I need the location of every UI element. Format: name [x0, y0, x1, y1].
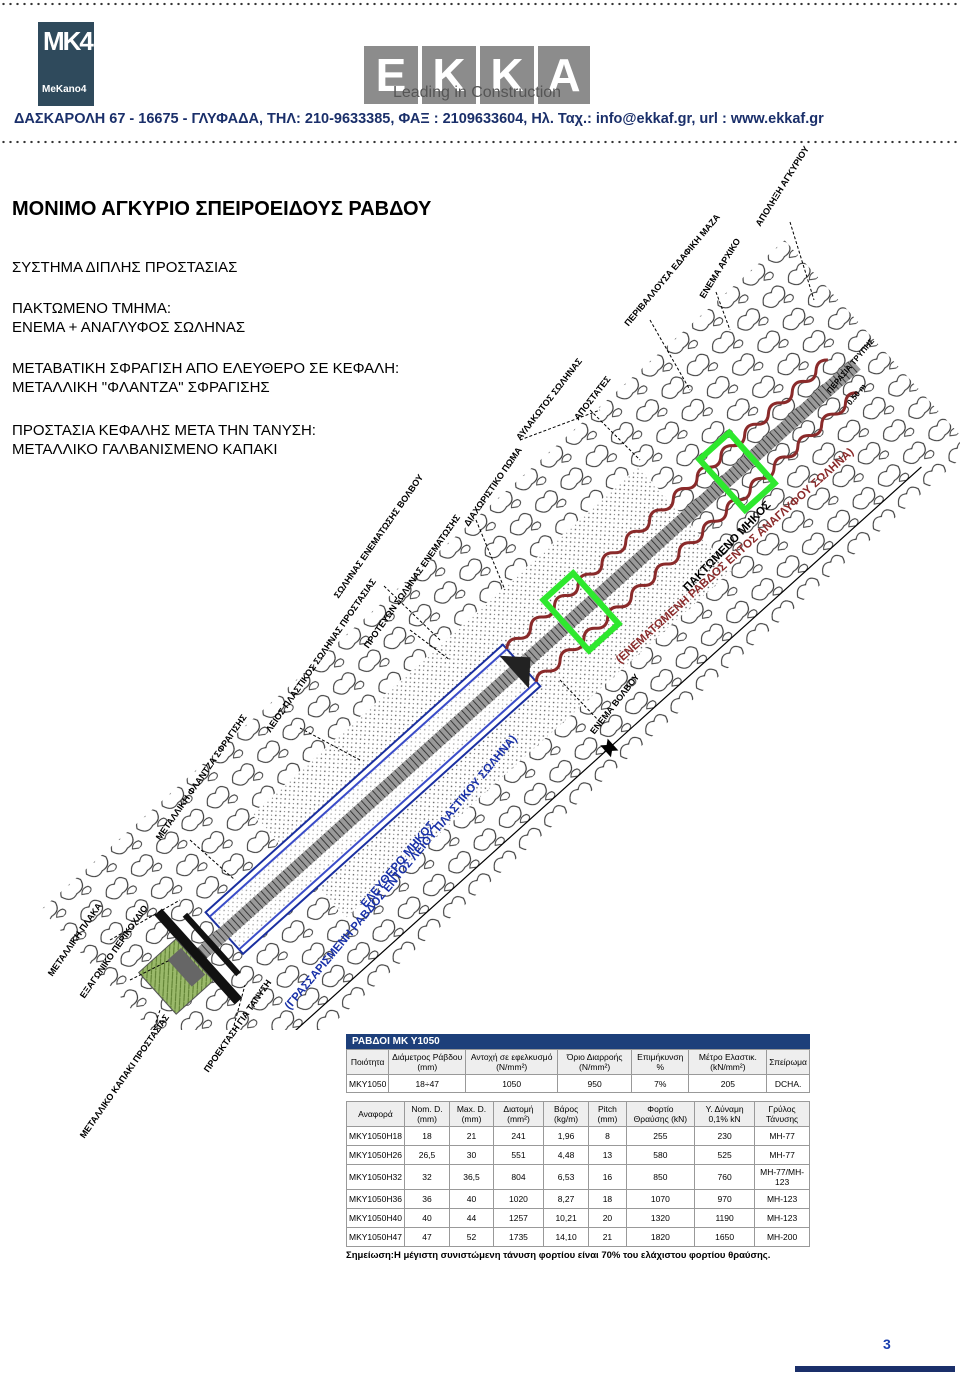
table-header: Βάρος (kg/m)	[543, 1101, 590, 1127]
logo-letter: A	[538, 46, 590, 104]
tagline: Leading in Construction	[392, 84, 562, 101]
protection-cap	[137, 938, 215, 1015]
contact-line: ΔΑΣΚΑΡΟΛΗ 67 - 16675 - ΓΛΥΦΑΔΑ, ΤΗΛ: 210…	[14, 111, 824, 127]
transition-line-2: ΜΕΤΑΛΛΙΚΗ "ΦΛΑΝΤΖΑ" ΣΦΡΑΓΙΣΗΣ	[12, 379, 270, 396]
table-header: Pitch (mm)	[588, 1101, 627, 1127]
table-header: Αναφορά	[346, 1101, 405, 1127]
table-header: Υ. Δύναμη 0,1% kN	[694, 1101, 756, 1127]
table-header: Ποιότητα	[345, 1049, 390, 1075]
page-number: 3	[883, 1336, 891, 1352]
dimensions-table: Αναφορά Nom. D. (mm) Max. D. (mm) Διατομ…	[346, 1101, 810, 1247]
bonded-line-1: ΠΑΚΤΩΜΕΝΟ ΤΜΗΜΑ:	[12, 300, 172, 317]
properties-table: Ποιότητα Διάμετρος Ράβδου (mm) Αντοχή σε…	[345, 1049, 810, 1093]
table-header: Nom. D. (mm)	[403, 1101, 451, 1127]
table-note: Σημείωση:Η μέγιστη συνιστώμενη τάνυση φο…	[346, 1250, 771, 1261]
table-header: Σπείρωμα	[766, 1049, 810, 1075]
table-header: Γρύλος Τάνυσης	[754, 1101, 810, 1127]
table-title: ΡΑΒΔΟΙ ΜΚ Υ1050	[346, 1034, 810, 1049]
document-title: ΜΟΝΙΜΟ ΑΓΚΥΡΙΟ ΣΠΕΙΡΟΕΙΔΟΥΣ ΡΑΒΔΟΥ	[12, 198, 432, 220]
ekkaf-logo: E K K A	[364, 20, 590, 104]
head-protection-line-2: ΜΕΤΑΛΛΙΚΟ ΓΑΛΒΑΝΙΣΜΕΝΟ ΚΑΠΑΚΙ	[12, 441, 278, 458]
table-header: Φορτίο Θραύσης (kN)	[625, 1101, 696, 1127]
threaded-bar	[160, 359, 861, 992]
bonded-line-2: ΕΝΕΜΑ + ΑΝΑΓΛΥΦΟΣ ΣΩΛΗΝΑΣ	[12, 319, 246, 336]
transition-line-1: ΜΕΤΑΒΑΤΙΚΗ ΣΦΡΑΓΙΣΗ ΑΠΟ ΕΛΕΥΘΕΡΟ ΣΕ ΚΕΦΑ…	[12, 360, 400, 377]
table-header: Διατομή (mm²)	[492, 1101, 545, 1127]
spacer	[539, 569, 623, 655]
bearing-plate	[154, 908, 243, 1005]
table-header: Αντοχή σε εφελκυσμό (N/mm²)	[465, 1049, 559, 1075]
bar-specs: ΡΑΒΔΟΙ ΜΚ Υ1050 Ποιότητα Διάμετρος Ράβδο…	[345, 1034, 810, 1264]
sealing-flange	[182, 912, 241, 977]
logo-letter: E	[364, 46, 418, 104]
table-header: Max. D. (mm)	[449, 1101, 494, 1127]
table-header: Όριο Διαρροής (N/mm²)	[557, 1049, 633, 1075]
footer-bar	[795, 1366, 955, 1372]
hex-nut	[167, 947, 206, 987]
table-header: Επιμήκυνση %	[631, 1049, 690, 1075]
table-row: MKY1050 18÷47 1050 950 7% 205 DCHA.	[345, 1074, 810, 1093]
anchor-diagram	[41, 221, 960, 1030]
logo-letter: K	[422, 46, 476, 104]
logo-letter: K	[480, 46, 534, 104]
top-dotted-rule	[0, 2, 960, 6]
system-line: ΣΥΣΤΗΜΑ ΔΙΠΛΗΣ ΠΡΟΣΤΑΣΙΑΣ	[12, 259, 238, 276]
protection-cap-label: ΜΕΤΑΛΛΙΚΟ ΚΑΠΑΚΙ ΠΡΟΣΤΑΣΙΑΣ	[77, 1012, 172, 1140]
table-header: Διάμετρος Ράβδου (mm)	[388, 1049, 467, 1075]
mk4-logo: MK4 MeKano4	[38, 22, 94, 106]
spacer	[695, 428, 779, 515]
head-protection-line-1: ΠΡΟΣΤΑΣΙΑ ΚΕΦΑΛΗΣ ΜΕΤΑ ΤΗΝ ΤΑΝΥΣΗ:	[12, 422, 316, 439]
corrugated-sheath	[505, 358, 828, 650]
table-header: Μέτρο Ελαστικ. (kN/mm²)	[688, 1049, 768, 1075]
separation-plug	[499, 655, 531, 689]
header-dotted-rule	[0, 140, 960, 144]
